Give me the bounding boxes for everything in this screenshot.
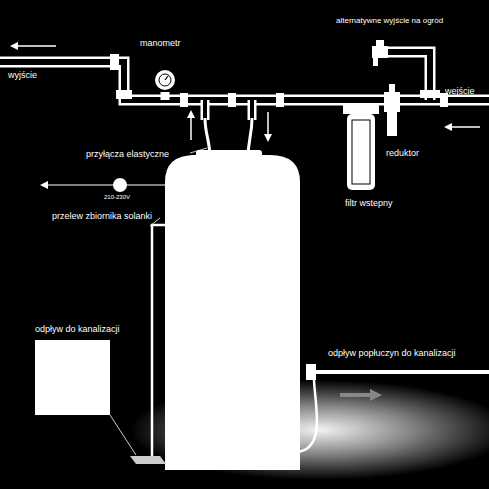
down-arrow [267, 112, 269, 140]
drain-fitting [306, 364, 316, 380]
inlet-arrow [446, 126, 480, 128]
part-label: wyjście [8, 70, 37, 80]
gauge-needle [165, 76, 168, 80]
drain-box: odpływ do kanalizacji [35, 340, 110, 415]
part-label: wejście [445, 86, 475, 96]
power-cable [42, 185, 165, 186]
pipe-joint [276, 93, 284, 107]
tap-body [372, 46, 388, 58]
tap-spout [373, 58, 378, 66]
power-plug [113, 178, 127, 192]
node-heading: odpływ do kanalizacji [35, 324, 120, 334]
manometer [155, 70, 175, 90]
reducer-body [384, 92, 400, 112]
main-pipe-inner [0, 62, 489, 100]
filter-cartridge [352, 120, 370, 184]
filter-housing [347, 114, 375, 190]
part-label: manometr [140, 38, 181, 48]
part-label: 210-230V [104, 194, 130, 201]
pressure-reducer [384, 84, 400, 136]
pipe-joint [180, 93, 188, 107]
pipe-joint [420, 90, 440, 98]
floor-drain [130, 456, 166, 464]
gauge-ring [159, 74, 171, 86]
gauge-face [155, 70, 175, 90]
part-label: przyłącza elastyczne [86, 149, 169, 159]
part-label: przelew zbiornika solanki [52, 211, 152, 221]
reducer-cap [389, 84, 395, 92]
pipe-joint [116, 90, 132, 99]
part-label: odpływ popłuczyn do kanalizacji [328, 348, 456, 358]
up-arrow [190, 112, 192, 140]
drain-flow-arrow [340, 389, 382, 401]
brine-overflow-tube [152, 225, 165, 458]
backwash-hose [296, 372, 317, 452]
pipe-joint [228, 93, 236, 107]
reducer-bell [387, 112, 397, 136]
control-valve [196, 150, 262, 160]
garden-tap [372, 40, 388, 66]
pipe-system [0, 52, 489, 120]
tap-handle [376, 40, 384, 46]
drain-pipe [310, 370, 489, 374]
flow-arrows [12, 46, 480, 140]
part-label: filtr wstepny [345, 198, 393, 208]
filter-head [343, 104, 379, 114]
leader-line [110, 415, 136, 455]
tee-stubs [165, 92, 252, 120]
part-label: reduktor [386, 148, 419, 158]
pre-filter [343, 104, 379, 190]
part-label: alternatywne wyjście na ogród [336, 16, 443, 25]
outlet-arrow [12, 45, 56, 47]
pipe-joint [110, 54, 119, 70]
power-supply [42, 178, 165, 192]
main-pipe-outer [0, 62, 489, 100]
softener-tank [165, 155, 300, 470]
